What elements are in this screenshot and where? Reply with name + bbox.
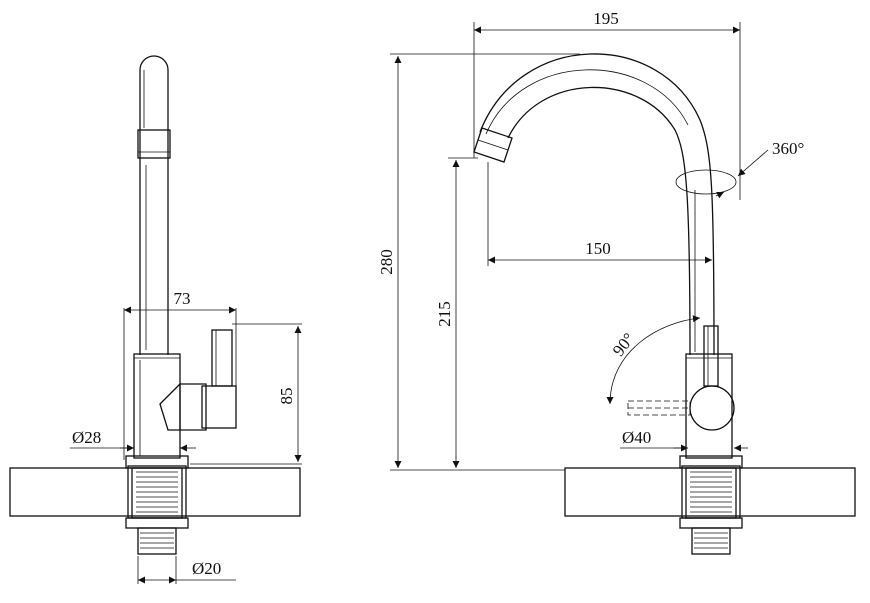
- side-body: [133, 329, 237, 459]
- dimension-label-90: 90°: [609, 329, 639, 359]
- dimension-base-height: 85: [190, 323, 302, 465]
- front-mount: [679, 455, 743, 555]
- dimension-label-280: 280: [377, 249, 396, 275]
- dimension-label-150: 150: [585, 239, 611, 258]
- annotation-swivel: 360°: [675, 139, 804, 199]
- dimension-side-width: 73: [123, 289, 237, 460]
- dimension-reach-total: 195: [473, 9, 741, 200]
- dimension-body-diameter: Ø40: [620, 428, 748, 452]
- dimension-label-d28: Ø28: [72, 428, 101, 447]
- dimension-label-360: 360°: [772, 139, 804, 158]
- side-mount: [125, 455, 189, 555]
- dimension-reach-spout: 150: [487, 162, 712, 266]
- dimension-spout-height: 215: [435, 157, 478, 468]
- dimension-thread-diameter: Ø20: [137, 556, 236, 584]
- side-view: 73 85 Ø28 Ø20: [9, 55, 302, 584]
- front-view: 195 150 280 215 360°: [377, 9, 856, 555]
- dimension-label-195: 195: [593, 9, 619, 28]
- side-spout-tube: [137, 55, 171, 355]
- dimension-label-73: 73: [174, 289, 191, 308]
- front-body: [627, 325, 735, 459]
- dimension-label-215: 215: [435, 301, 454, 327]
- dimension-label-d40: Ø40: [622, 428, 651, 447]
- front-spout: [473, 53, 715, 356]
- dimension-base-diameter: Ø28: [70, 428, 196, 452]
- dimension-label-85: 85: [277, 388, 296, 405]
- dimension-label-d20: Ø20: [192, 559, 221, 578]
- dimension-total-height: 280: [377, 53, 580, 471]
